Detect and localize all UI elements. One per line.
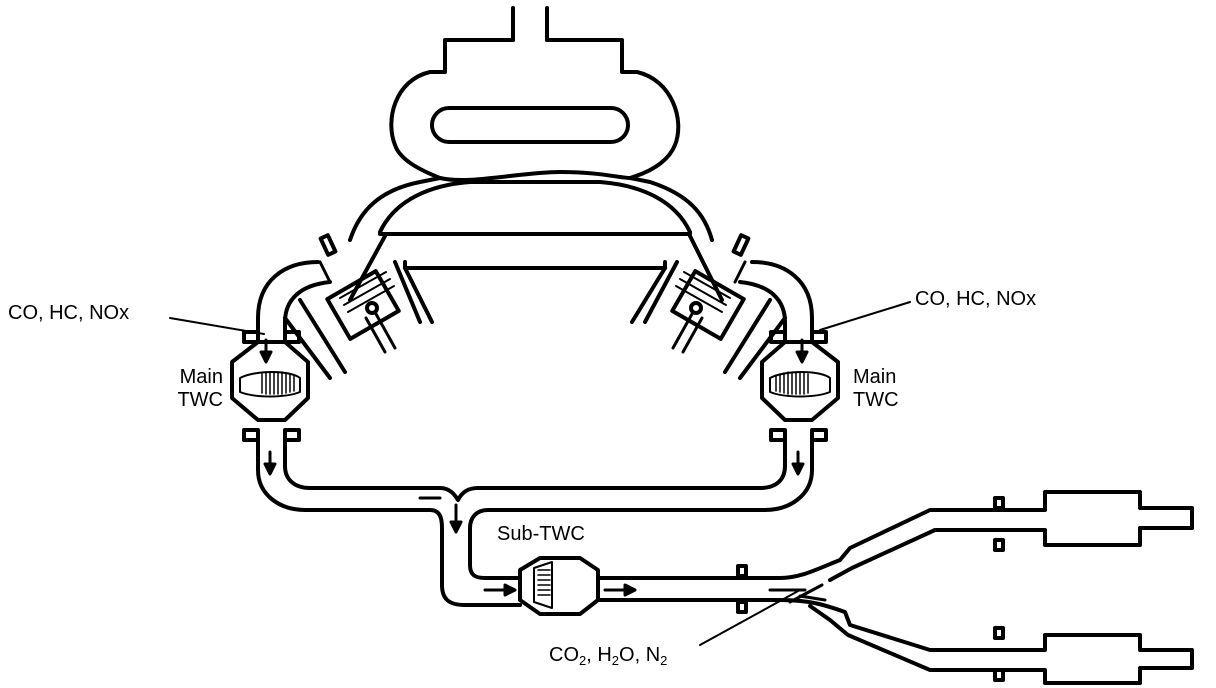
leader-lines: [169, 301, 911, 646]
engine-block: [283, 260, 787, 380]
output-co-subscript: 2: [579, 653, 587, 668]
output-n-subscript: 2: [660, 653, 668, 668]
right-main-twc-line1: Main: [853, 366, 897, 388]
left-main-twc-line1: Main: [179, 366, 223, 388]
right-cylinder: [670, 233, 751, 354]
output-co-text: CO: [549, 644, 579, 666]
left-main-twc: [230, 340, 310, 442]
intake-manifold: [348, 6, 724, 302]
output-h-text: , H: [586, 644, 612, 666]
output-o-n-text: O, N: [619, 644, 661, 666]
output-gases-label: CO2, H2O, N2: [549, 644, 667, 667]
sub-twc: [518, 556, 600, 616]
left-main-twc-line2: TWC: [177, 389, 223, 411]
left-main-twc-label: Main TWC: [165, 366, 223, 412]
right-pollutants-label: CO, HC, NOx: [915, 288, 1037, 310]
tailpipe: [596, 490, 1194, 685]
right-main-twc-line2: TWC: [853, 389, 899, 411]
right-exhaust-manifold: [738, 260, 828, 344]
right-main-twc: [760, 340, 840, 442]
right-main-twc-label: Main TWC: [853, 366, 899, 412]
y-pipe: [256, 438, 814, 607]
left-pollutants-label: CO, HC, NOx: [8, 302, 130, 324]
left-cylinder: [318, 233, 401, 354]
sub-twc-label: Sub-TWC: [497, 523, 585, 545]
output-h-subscript: 2: [611, 653, 620, 668]
flow-arrows: [259, 338, 827, 604]
